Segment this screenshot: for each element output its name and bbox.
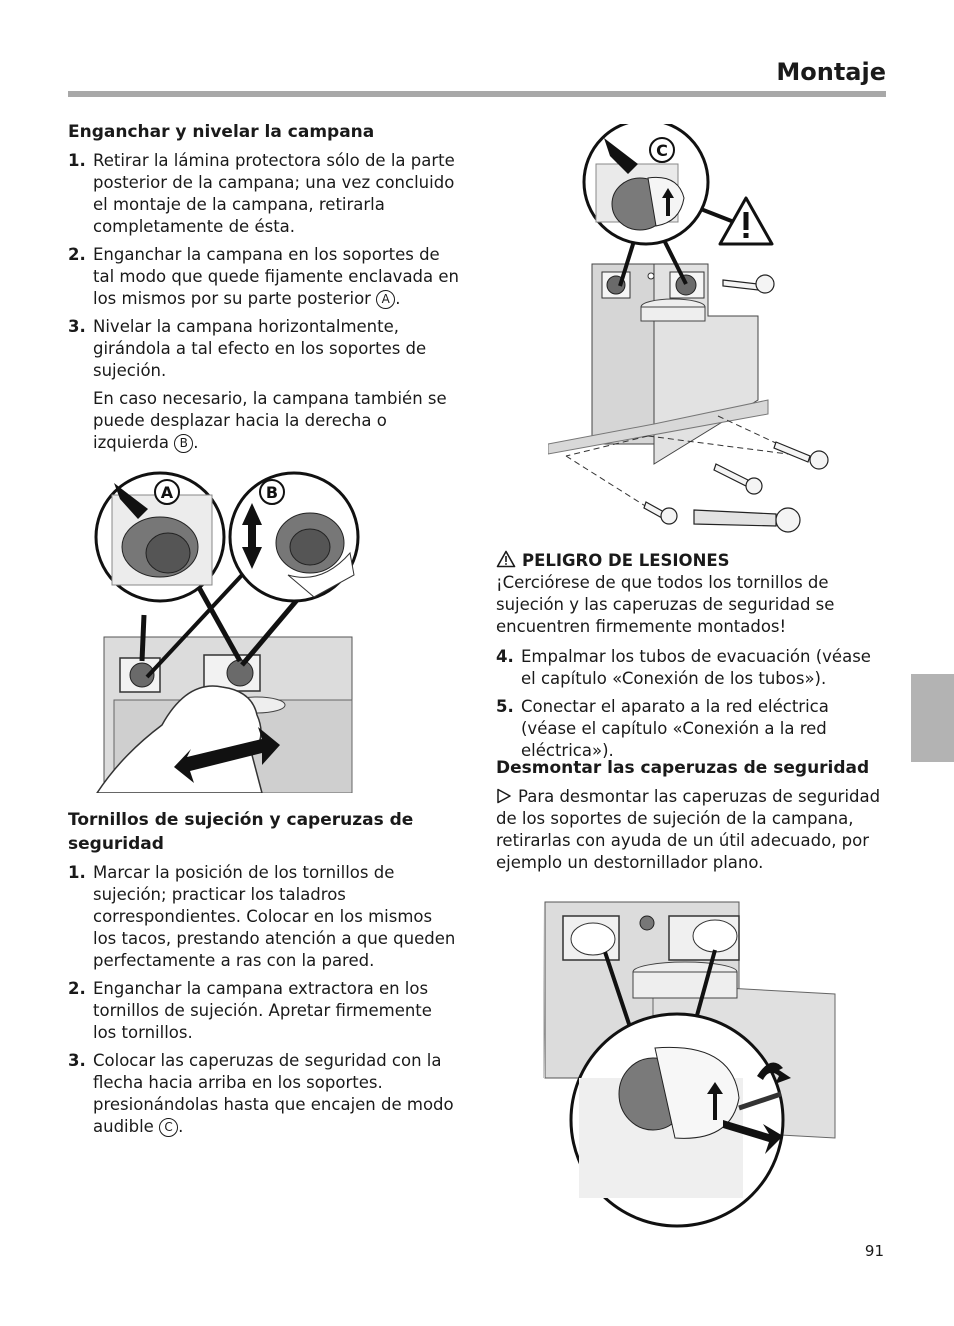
list-item: 5. Conectar el aparato a la red eléctric…	[496, 697, 829, 760]
instruction-text: Para desmontar las caperuzas de segurida…	[496, 787, 881, 872]
ref-a-badge: A	[376, 290, 396, 309]
ref-b-badge: B	[174, 434, 194, 453]
list-item: 1. Retirar la lámina protectora sólo de …	[68, 151, 455, 236]
section-screws-caps: Tornillos de sujeción y caperuzas de seg…	[68, 808, 460, 1144]
warning-title: PELIGRO DE LESIONES	[522, 551, 730, 570]
steps-list: 4. Empalmar los tubos de evacuación (véa…	[496, 646, 888, 762]
list-item: 1. Marcar la posición de los tornillos d…	[68, 863, 456, 970]
section-heading: Desmontar las caperuzas de seguridad	[496, 758, 870, 778]
section-remove-caps: Desmontar las caperuzas de seguridad Par…	[496, 756, 888, 880]
warning-text: ¡Cerciórese de que todos los tornillos d…	[496, 573, 835, 636]
list-item: 3. Colocar las caperuzas de seguridad co…	[68, 1051, 454, 1137]
steps-list: 1. Retirar la lámina protectora sólo de …	[68, 150, 460, 382]
hook-level-figure: A B	[94, 471, 360, 793]
steps-list: 1. Marcar la posición de los tornillos d…	[68, 862, 460, 1138]
list-item: 2. Enganchar la campana extractora en lo…	[68, 979, 432, 1042]
list-item: 4. Empalmar los tubos de evacuación (véa…	[496, 647, 871, 688]
mounting-screws-figure: C	[548, 124, 829, 533]
figure-label-b: B	[266, 483, 278, 502]
section-heading: Enganchar y nivelar la campana	[68, 122, 375, 142]
extra-note: En caso necesario, la campana también se…	[93, 389, 447, 453]
page-number: 91	[864, 1242, 884, 1260]
figure-label-a: A	[161, 483, 174, 502]
warning-icon	[496, 550, 516, 568]
section-heading: Tornillos de sujeción y caperuzas de seg…	[68, 810, 414, 854]
chapter-tab	[911, 674, 954, 762]
instruction-arrow-icon	[497, 788, 511, 804]
figure-label-c: C	[656, 141, 668, 160]
ref-c-badge: C	[159, 1118, 179, 1137]
remove-caps-figure	[543, 901, 836, 1228]
page-title: Montaje	[776, 58, 886, 86]
list-item: 3. Nivelar la campana horizontalmente, g…	[68, 317, 427, 380]
list-item: 2. Enganchar la campana en los soportes …	[68, 245, 459, 309]
section-hook-level: Enganchar y nivelar la campana 1. Retira…	[68, 120, 460, 460]
header-rule	[68, 91, 886, 97]
warning-block: PELIGRO DE LESIONES ¡Cerciórese de que t…	[496, 550, 888, 768]
